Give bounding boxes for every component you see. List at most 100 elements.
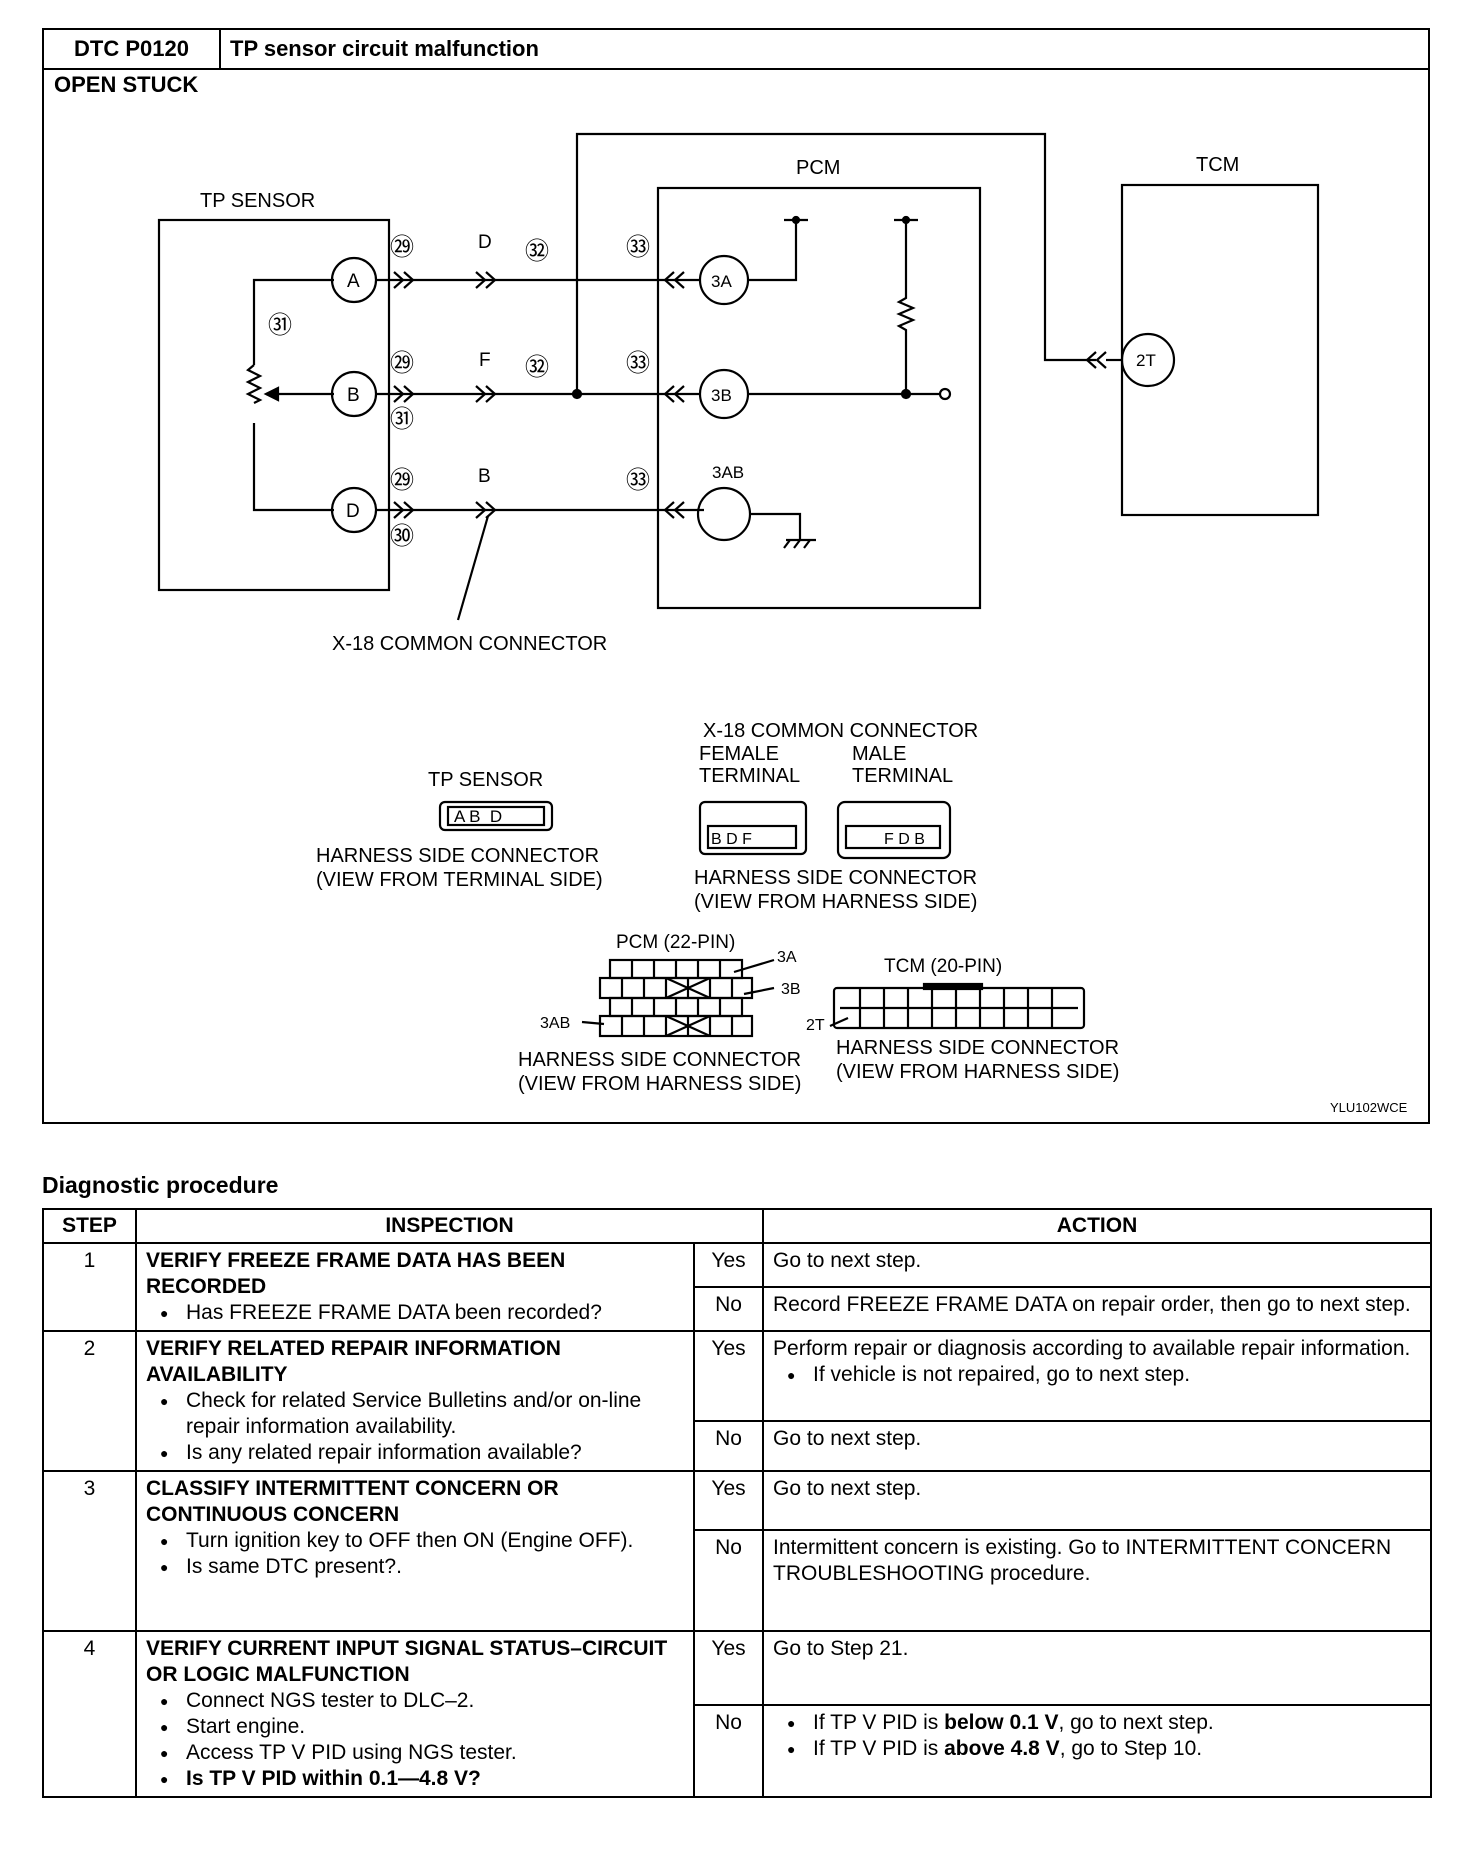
- inspection-cell: VERIFY FREEZE FRAME DATA HAS BEEN RECORD…: [135, 1242, 695, 1332]
- inspection-cell: VERIFY CURRENT INPUT SIGNAL STATUS–CIRCU…: [135, 1630, 695, 1798]
- pcm-connector-desc1: HARNESS SIDE CONNECTOR: [518, 1049, 801, 1071]
- pin-3a-label: 3A: [711, 272, 732, 291]
- circled-33: ㉝: [626, 350, 650, 377]
- no-label: No: [692, 1704, 765, 1798]
- potentiometer-icon: [245, 364, 263, 404]
- leader-line: [829, 1016, 849, 1028]
- step-number: 1: [42, 1242, 137, 1332]
- pcm-wire-3a: [748, 220, 798, 282]
- x18-connector-desc2: (VIEW FROM HARNESS SIDE): [694, 891, 977, 913]
- inspection-header: INSPECTION: [134, 1208, 765, 1244]
- x18-connector-desc1: HARNESS SIDE CONNECTOR: [694, 867, 977, 889]
- x18-connector-title: X-18 COMMON CONNECTOR: [703, 720, 978, 742]
- action-yes: Go to next step.: [762, 1242, 1433, 1288]
- tcm-box: [1120, 183, 1320, 517]
- x18-female-slots: [706, 824, 798, 850]
- no-label: No: [692, 1286, 765, 1332]
- step-header: STEP: [42, 1208, 137, 1244]
- pin-2t-circle: [1120, 332, 1176, 388]
- bullet-text: , go to Step 10.: [1059, 1737, 1203, 1760]
- circled-29: ㉙: [390, 234, 414, 261]
- x18-female-label2: TERMINAL: [699, 765, 800, 787]
- table-row: No Record FREEZE FRAME DATA on repair or…: [43, 1286, 1433, 1332]
- connector-chevron-icon: [393, 501, 415, 519]
- circled-29: ㉙: [390, 467, 414, 494]
- node-dot: [571, 388, 583, 400]
- circled-31: ㉛: [390, 406, 414, 433]
- table-row: No Intermittent concern is existing. Go …: [43, 1528, 1433, 1633]
- action-text: Perform repair or diagnosis according to…: [773, 1337, 1411, 1360]
- tcm-connector-grid: [832, 982, 1086, 1030]
- action-yes: Go to Step 21.: [762, 1630, 1433, 1706]
- tp-connector-pins: A B D: [454, 807, 502, 826]
- pcm-3a-label: 3A: [777, 949, 797, 966]
- table-header-row: STEP INSPECTION ACTION: [42, 1208, 1433, 1244]
- circled-33: ㉝: [626, 234, 650, 261]
- inspection-bullet: Is any related repair information availa…: [160, 1440, 684, 1466]
- circled-32: ㉜: [525, 354, 549, 381]
- pcm-connector-title: PCM (22-PIN): [616, 932, 735, 953]
- step-number: 2: [42, 1330, 137, 1472]
- wire-f-label: F: [479, 350, 491, 371]
- x18-male-slots: [844, 824, 942, 850]
- leader-line: [581, 1020, 605, 1026]
- connector-chevron-icon: [475, 385, 497, 403]
- pcm-wire-3ab: [750, 512, 802, 540]
- bullet-text: If TP V PID is: [813, 1711, 945, 1734]
- wiper-arrow-icon: [263, 386, 280, 402]
- circled-29: ㉙: [390, 350, 414, 377]
- step-number: 3: [42, 1470, 137, 1632]
- diagram-frame: DTC P0120 TP sensor circuit malfunction …: [42, 28, 1430, 1124]
- no-label: No: [692, 1528, 765, 1633]
- sensor-wire-d: [252, 423, 334, 512]
- bullet-text: If TP V PID is: [813, 1737, 945, 1760]
- action-bullet: If TP V PID is below 0.1 V, go to next s…: [787, 1710, 1421, 1736]
- step-number: 4: [42, 1630, 137, 1798]
- table-row: No Go to next step.: [43, 1420, 1433, 1472]
- inspection-bullet: Turn ignition key to OFF then ON (Engine…: [160, 1528, 684, 1554]
- pcm-3ab-label: 3AB: [540, 1015, 570, 1032]
- bullet-bold-text: within 0.1—4.8 V?: [302, 1767, 481, 1790]
- tp-connector-title: TP SENSOR: [428, 769, 543, 791]
- action-no: If TP V PID is below 0.1 V, go to next s…: [762, 1704, 1433, 1798]
- tcm-connector-desc2: (VIEW FROM HARNESS SIDE): [836, 1061, 1119, 1083]
- inspection-title: VERIFY FREEZE FRAME DATA HAS BEEN RECORD…: [146, 1249, 566, 1298]
- table-row: 4 VERIFY CURRENT INPUT SIGNAL STATUS–CIR…: [42, 1630, 1433, 1798]
- bullet-bold-text: above 4.8 V: [944, 1737, 1060, 1760]
- yes-label: Yes: [692, 1470, 765, 1531]
- sensor-wire-a: [252, 278, 334, 365]
- inspection-title: VERIFY CURRENT INPUT SIGNAL STATUS–CIRCU…: [146, 1637, 668, 1686]
- leader-line: [743, 986, 775, 996]
- x18-male-pins: F D B: [884, 831, 925, 848]
- ground-icon: [783, 538, 816, 549]
- circled-30: ㉚: [390, 523, 414, 550]
- pin-a-label: A: [347, 271, 360, 292]
- no-label: No: [692, 1420, 765, 1472]
- leader-line: [733, 958, 775, 974]
- inspection-bullet: Check for related Service Bulletins and/…: [160, 1388, 684, 1440]
- inspection-bullet: Access TP V PID using NGS tester.: [160, 1740, 684, 1766]
- table-row: 1 VERIFY FREEZE FRAME DATA HAS BEEN RECO…: [42, 1242, 1433, 1332]
- inspection-bullet: Is same DTC present?.: [160, 1554, 684, 1580]
- x18-male-label: MALE: [852, 743, 906, 765]
- diagram-subtitle: OPEN STUCK: [54, 72, 199, 97]
- yes-label: Yes: [692, 1242, 765, 1288]
- x18-pointer-line: [456, 515, 490, 621]
- connector-chevron-icon: [663, 385, 685, 403]
- tcm-2t-label: 2T: [806, 1017, 825, 1034]
- wiring-diagram: TP SENSOR PCM TCM A B D: [157, 132, 1408, 1115]
- node-dot: [900, 388, 912, 400]
- pin-3ab-circle: [696, 486, 752, 542]
- action-yes: Go to next step.: [762, 1470, 1433, 1531]
- pcm-connector-grid: [598, 958, 754, 1038]
- action-no: Go to next step.: [762, 1420, 1433, 1472]
- bullet-bold-text: below 0.1 V: [944, 1711, 1059, 1734]
- inspection-title: VERIFY RELATED REPAIR INFORMATION AVAILA…: [146, 1337, 561, 1386]
- action-header: ACTION: [762, 1208, 1433, 1244]
- procedure-title: Diagnostic procedure: [42, 1172, 279, 1198]
- pcm-box: [656, 186, 982, 610]
- node-dot: [901, 215, 911, 225]
- open-terminal-icon: [938, 387, 952, 401]
- connector-chevron-icon: [663, 271, 685, 289]
- x18-male-label2: TERMINAL: [852, 765, 953, 787]
